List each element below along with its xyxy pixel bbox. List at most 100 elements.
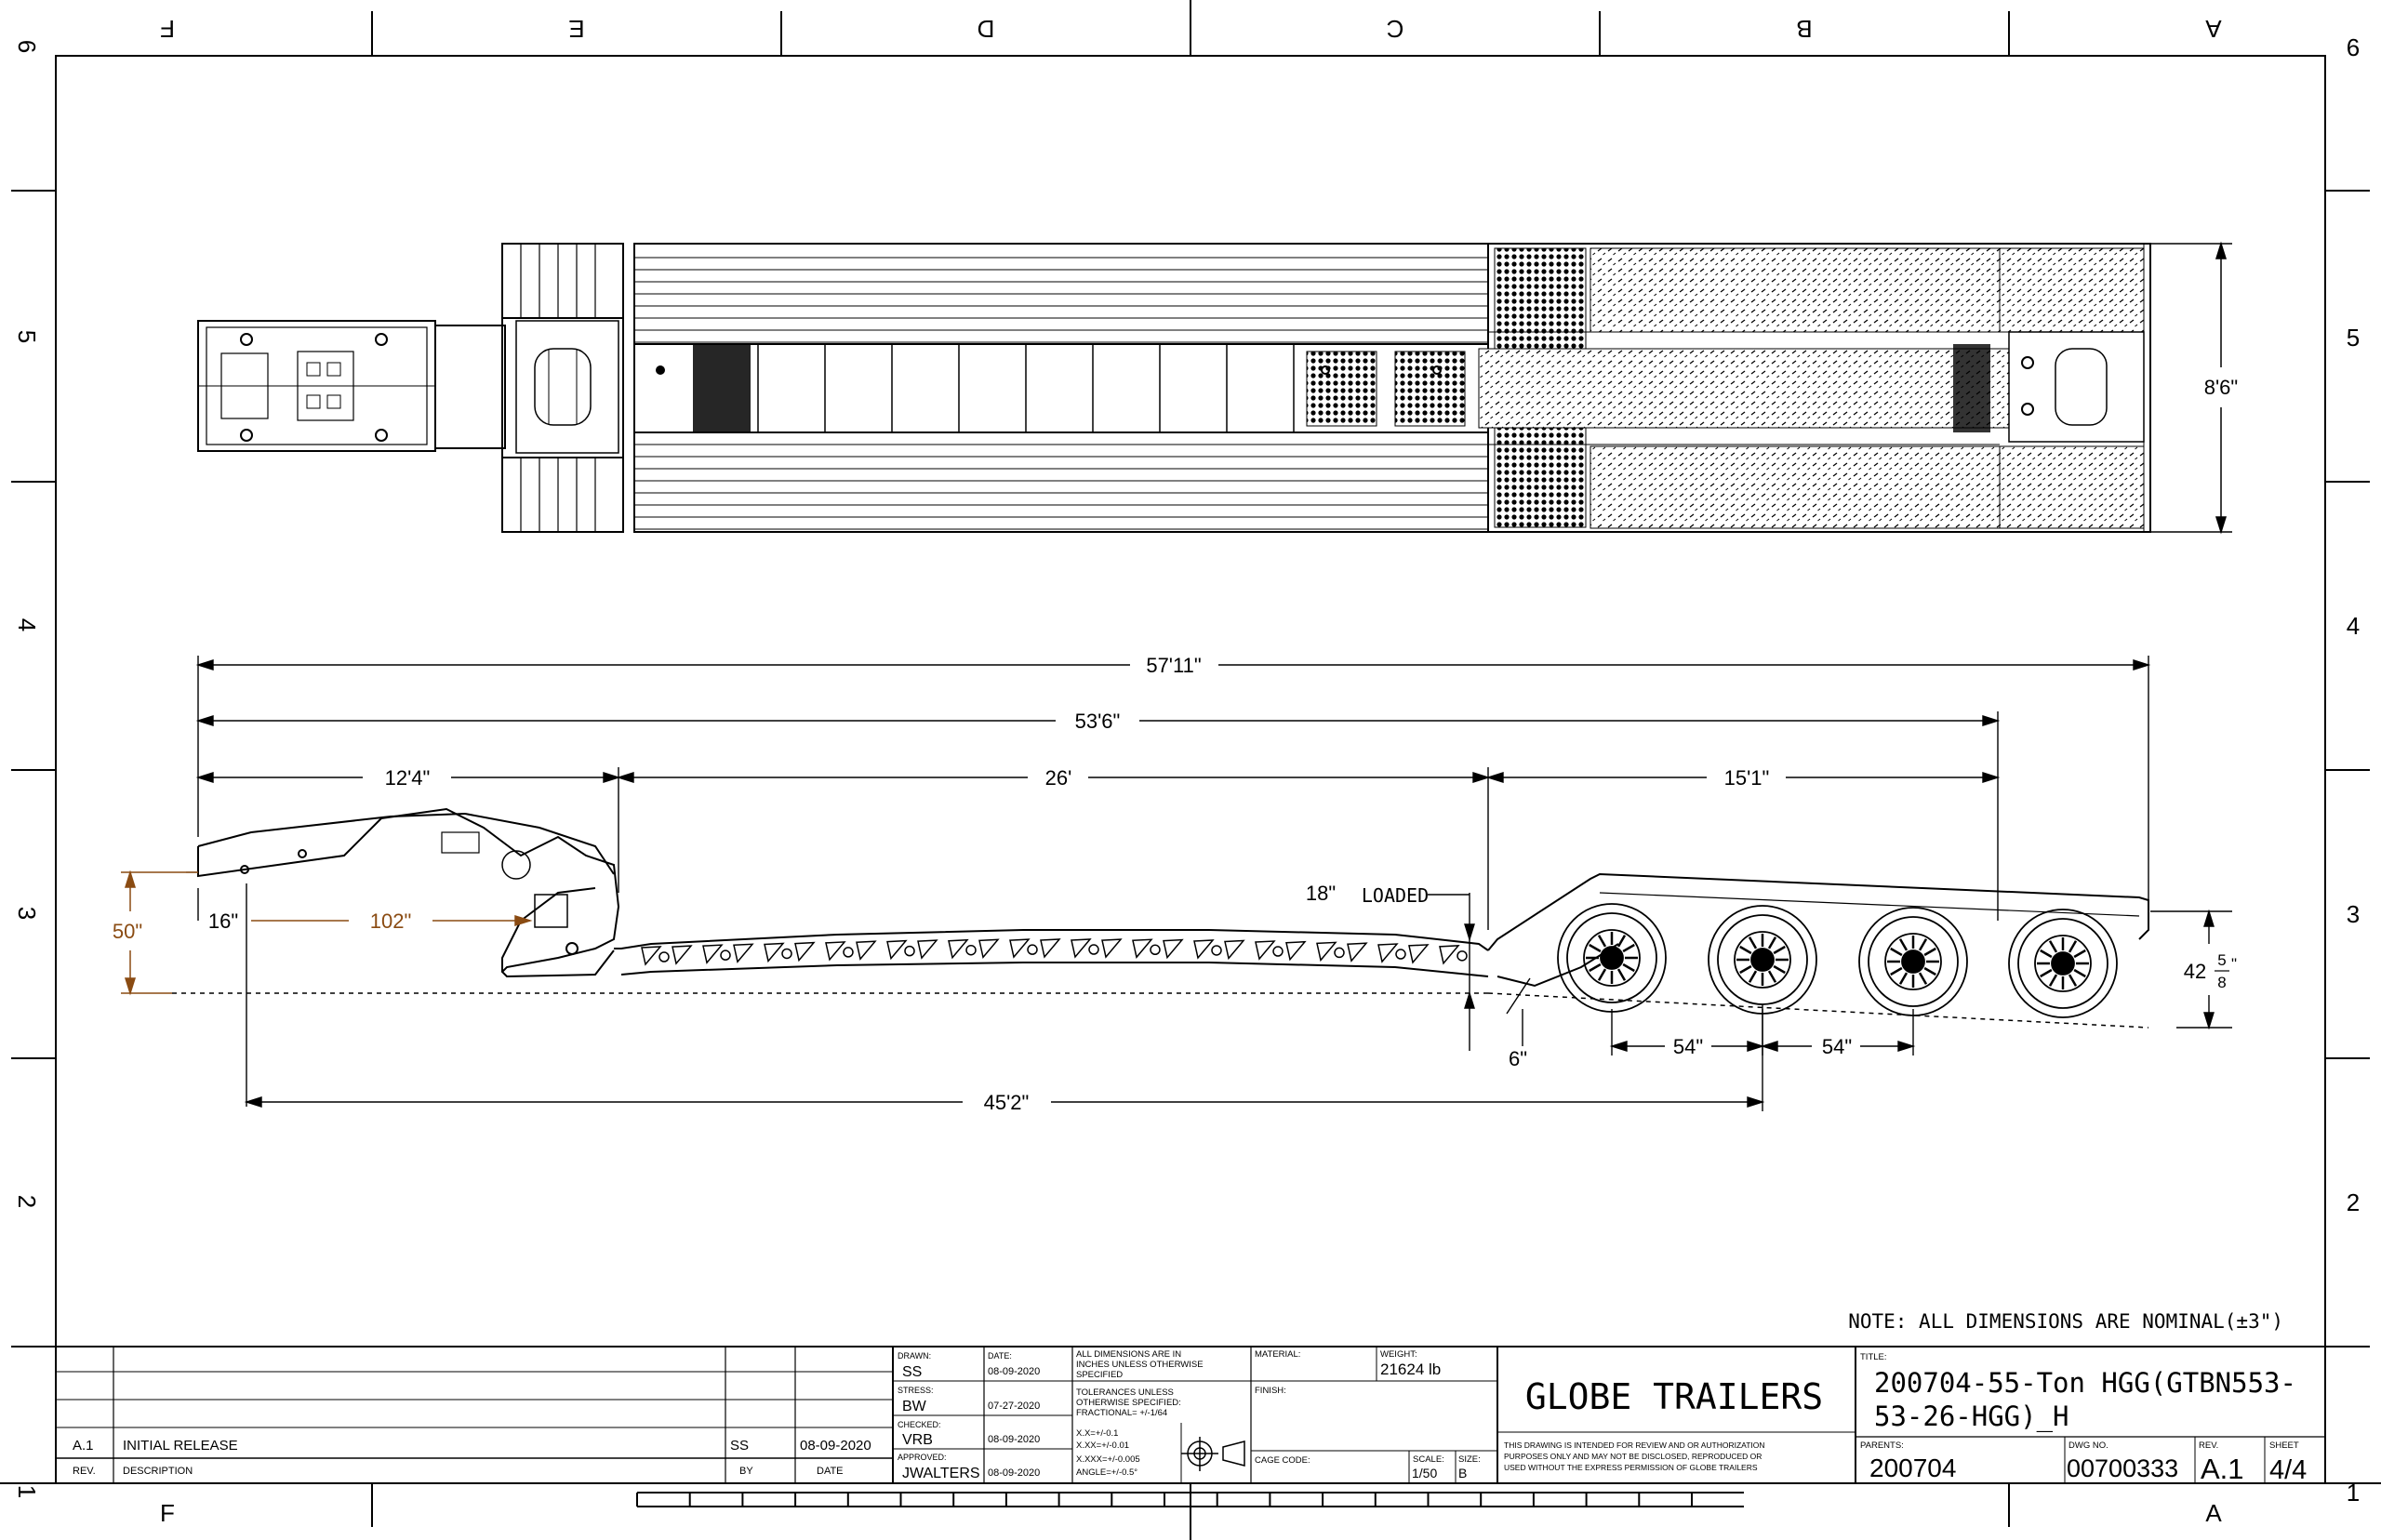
dim-width-label: 8'6" bbox=[2204, 376, 2238, 399]
rev-row-description: INITIAL RELEASE bbox=[123, 1438, 238, 1454]
dim-swing-radius: 102" bbox=[370, 909, 412, 933]
rev-row-rev: A.1 bbox=[73, 1438, 94, 1454]
dim-kingpin-offset: 16" bbox=[208, 909, 238, 933]
dim-deck-gap: 6" bbox=[1509, 1047, 1527, 1070]
brown-dimensions bbox=[121, 870, 533, 996]
dim-axle-spread-2: 54" bbox=[1822, 1035, 1852, 1058]
parents-label: PARENTS: bbox=[1860, 1440, 1904, 1451]
dim-width bbox=[2150, 241, 2232, 535]
zone-row-2-left: 2 bbox=[13, 1195, 41, 1208]
stress-by: BW bbox=[902, 1399, 927, 1414]
drawing-title-line-1: 200704-55-Ton HGG(GTBN553- bbox=[1874, 1367, 2296, 1399]
zone-row-3-left: 3 bbox=[13, 907, 41, 920]
dwg-no-value: 00700333 bbox=[2067, 1454, 2178, 1482]
parents-value: 200704 bbox=[1869, 1454, 1956, 1482]
tol-4: X.X=+/-0.1 bbox=[1076, 1428, 1118, 1439]
zone-col-b-top: B bbox=[1796, 15, 1812, 43]
zone-row-4-left: 4 bbox=[13, 618, 41, 631]
sheet-label: SHEET bbox=[2269, 1440, 2299, 1451]
dim-length-53: 53'6" bbox=[1075, 710, 1121, 733]
dim-loaded-word: LOADED bbox=[1362, 884, 1429, 907]
zone-col-e-top: E bbox=[568, 15, 584, 43]
rev-value: A.1 bbox=[2201, 1453, 2244, 1485]
tol-7: ANGLE=+/-0.5° bbox=[1076, 1467, 1137, 1478]
weight-value: 21624 lb bbox=[1380, 1361, 1441, 1378]
dimensions-note: NOTE: ALL DIMENSIONS ARE NOMINAL(±3") bbox=[1848, 1310, 2283, 1333]
top-view bbox=[197, 243, 2151, 533]
dim-deck: 26' bbox=[1045, 766, 1072, 790]
zone-col-a-bottom: A bbox=[2205, 1499, 2222, 1527]
dim-loaded-18: 18" bbox=[1306, 882, 1336, 905]
zone-row-5-right: 5 bbox=[2347, 324, 2360, 352]
zone-row-1-right: 1 bbox=[2347, 1479, 2360, 1507]
company-name: GLOBE TRAILERS bbox=[1525, 1376, 1823, 1417]
drawn-by: SS bbox=[902, 1364, 922, 1380]
dim-overall-length: 57'11" bbox=[1146, 654, 1201, 677]
zone-col-f-bottom: F bbox=[160, 1499, 175, 1527]
disclaimer-2: PURPOSES ONLY AND MAY NOT BE DISCLOSED, … bbox=[1504, 1452, 1762, 1461]
rev-label: REV. bbox=[2199, 1440, 2218, 1451]
scale-value: 1/50 bbox=[1412, 1466, 1437, 1480]
approved-label: APPROVED: bbox=[898, 1453, 947, 1462]
dim-rear-height-den: 8 bbox=[2217, 974, 2226, 991]
date-label: DATE: bbox=[988, 1351, 1012, 1361]
stress-label: STRESS: bbox=[898, 1386, 934, 1395]
zone-row-3-right: 3 bbox=[2347, 900, 2360, 928]
rev-row-by: SS bbox=[730, 1438, 749, 1454]
approved-by: JWALTERS bbox=[902, 1466, 980, 1481]
size-value: B bbox=[1458, 1466, 1467, 1480]
zone-row-6-right: 6 bbox=[2347, 33, 2360, 61]
material-label: MATERIAL: bbox=[1255, 1349, 1300, 1360]
dim-gooseneck: 12'4" bbox=[385, 766, 431, 790]
drawn-label: DRAWN: bbox=[898, 1351, 931, 1361]
zone-col-d-top: D bbox=[978, 15, 995, 43]
stress-date: 07-27-2020 bbox=[988, 1401, 1040, 1412]
tol-2: OTHERWISE SPECIFIED: bbox=[1076, 1398, 1181, 1408]
weight-label: WEIGHT: bbox=[1380, 1349, 1417, 1360]
dim-rear: 15'1" bbox=[1724, 766, 1770, 790]
zone-col-c-top: C bbox=[1387, 15, 1404, 43]
drawn-date: 08-09-2020 bbox=[988, 1366, 1040, 1377]
cage-code-label: CAGE CODE: bbox=[1255, 1455, 1310, 1466]
zone-row-1-left: 1 bbox=[13, 1485, 41, 1498]
zone-row-4-right: 4 bbox=[2347, 612, 2360, 640]
dwg-no-label: DWG NO. bbox=[2068, 1440, 2108, 1451]
scale-ruler bbox=[636, 1492, 1744, 1507]
scale-label: SCALE: bbox=[1413, 1454, 1444, 1465]
hdr-date: DATE bbox=[817, 1466, 844, 1477]
dims-note-1: ALL DIMENSIONS ARE IN bbox=[1076, 1349, 1181, 1360]
zone-col-a-top: A bbox=[2205, 15, 2222, 43]
title-label: TITLE: bbox=[1860, 1352, 1887, 1362]
dims-note-2: INCHES UNLESS OTHERWISE bbox=[1076, 1360, 1204, 1370]
projection-symbol-icon bbox=[1181, 1437, 1245, 1471]
dim-front-height: 50" bbox=[113, 920, 142, 943]
dim-rear-height-whole: 42 bbox=[2184, 960, 2206, 983]
drawing-title-line-2: 53-26-HGG)_H bbox=[1874, 1401, 2069, 1433]
dims-note-3: SPECIFIED bbox=[1076, 1370, 1123, 1380]
zone-row-2-right: 2 bbox=[2347, 1188, 2360, 1216]
dim-lower-length: 45'2" bbox=[984, 1091, 1030, 1114]
dim-rear-height-num: 5 bbox=[2217, 951, 2226, 969]
tol-6: X.XXX=+/-0.005 bbox=[1076, 1454, 1140, 1465]
zone-row-6-left: 6 bbox=[13, 40, 41, 53]
approved-date: 08-09-2020 bbox=[988, 1467, 1040, 1479]
tol-1: TOLERANCES UNLESS bbox=[1076, 1387, 1174, 1398]
hdr-rev: REV. bbox=[73, 1466, 96, 1477]
checked-date: 08-09-2020 bbox=[988, 1434, 1040, 1445]
disclaimer-1: THIS DRAWING IS INTENDED FOR REVIEW AND … bbox=[1504, 1440, 1765, 1450]
side-view bbox=[172, 807, 2149, 1029]
tol-3: FRACTIONAL= +/-1/64 bbox=[1076, 1408, 1167, 1418]
dim-rear-height-unit: " bbox=[2231, 955, 2237, 973]
checked-by: VRB bbox=[902, 1432, 933, 1448]
disclaimer-3: USED WITHOUT THE EXPRESS PERMISSION OF G… bbox=[1504, 1463, 1758, 1472]
tol-5: X.XX=+/-0.01 bbox=[1076, 1440, 1129, 1451]
rev-row-date: 08-09-2020 bbox=[800, 1438, 871, 1454]
zone-col-f-top: F bbox=[160, 15, 175, 43]
sheet-value: 4/4 bbox=[2269, 1455, 2307, 1485]
hdr-by: BY bbox=[739, 1466, 753, 1477]
side-dimensions bbox=[195, 656, 2232, 1111]
finish-label: FINISH: bbox=[1255, 1386, 1286, 1396]
size-label: SIZE: bbox=[1458, 1454, 1481, 1465]
